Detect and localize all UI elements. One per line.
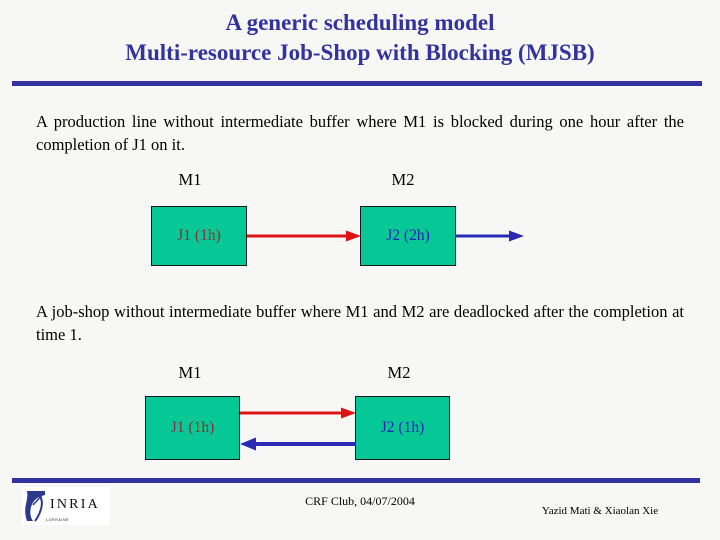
title-line-1: A generic scheduling model <box>225 10 495 35</box>
section1-machine-label-m1: M1 <box>178 170 202 189</box>
inria-symbol-icon <box>24 489 50 523</box>
footer-authors-text: Yazid Mati & Xiaolan Xie <box>541 505 659 517</box>
section1-blue-arrow-icon <box>456 229 524 243</box>
section2-machine-label-m1: M1 <box>178 363 202 382</box>
section1-red-arrow-icon <box>247 229 361 243</box>
section1-paragraph: A production line without intermediate b… <box>36 112 684 154</box>
title-divider <box>12 81 702 86</box>
section1-job-box-j1[interactable]: J1 (1h) <box>151 206 247 266</box>
section2-job-box-j2[interactable]: J2 (1h) <box>355 396 450 460</box>
section2-paragraph: A job-shop without intermediate buffer w… <box>36 302 684 344</box>
footer-event-text: CRF Club, 04/07/2004 <box>305 494 415 508</box>
section2-red-arrow-icon <box>240 406 356 420</box>
page-title: A generic scheduling model Multi-resourc… <box>0 8 720 68</box>
section2-machine-label-m2: M2 <box>387 363 411 382</box>
inria-logo: INRIA <box>22 487 110 525</box>
inria-wordmark: INRIA <box>50 497 100 512</box>
section2-blue-arrow-icon <box>240 437 356 451</box>
title-line-2: Multi-resource Job-Shop with Blocking (M… <box>125 40 595 65</box>
section1-job-box-j2[interactable]: J2 (2h) <box>360 206 456 266</box>
section2-job-box-j1[interactable]: J1 (1h) <box>145 396 240 460</box>
inria-logo-subtext: LORRAINE <box>46 518 70 522</box>
section1-machine-label-m2: M2 <box>391 170 415 189</box>
footer-divider <box>12 478 700 483</box>
